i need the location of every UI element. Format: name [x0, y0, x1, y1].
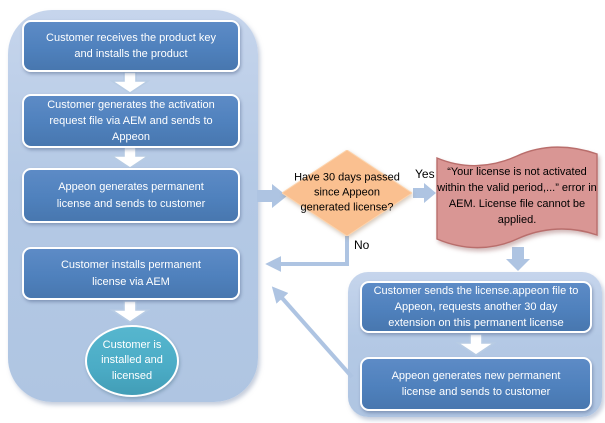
decision-question: Have 30 days passed since Appeon generat…: [294, 171, 400, 214]
end-state-label: Customer is installed and licensed: [101, 338, 163, 382]
decision-diamond-shape: [282, 150, 412, 236]
no-label: No: [354, 238, 370, 252]
step-send-license-file: Customer sends the license.appeon file t…: [360, 281, 592, 333]
decision-30-days: Have 30 days passed since Appeon generat…: [282, 150, 412, 236]
end-state-ellipse: Customer is installed and licensed: [85, 325, 179, 397]
step-appeon-generates-new-license: Appeon generates new permanent license a…: [360, 357, 592, 411]
step-install-permanent-license: Customer installs permanent license via …: [22, 247, 240, 300]
error-wave-shape: [436, 146, 598, 249]
error-callout: “Your license is not activated within th…: [433, 142, 601, 252]
yes-label: Yes: [415, 167, 435, 181]
step-generate-activation-request: Customer generates the activation reques…: [22, 94, 240, 148]
error-callout-text: “Your license is not activated within th…: [437, 166, 597, 226]
step-appeon-generates-license: Appeon generates permanent license and s…: [22, 168, 240, 223]
extension-return-arrow: [271, 286, 354, 379]
step-receive-product-key: Customer receives the product key and in…: [22, 20, 240, 72]
no-branch-elbow-arrow: [265, 236, 349, 272]
